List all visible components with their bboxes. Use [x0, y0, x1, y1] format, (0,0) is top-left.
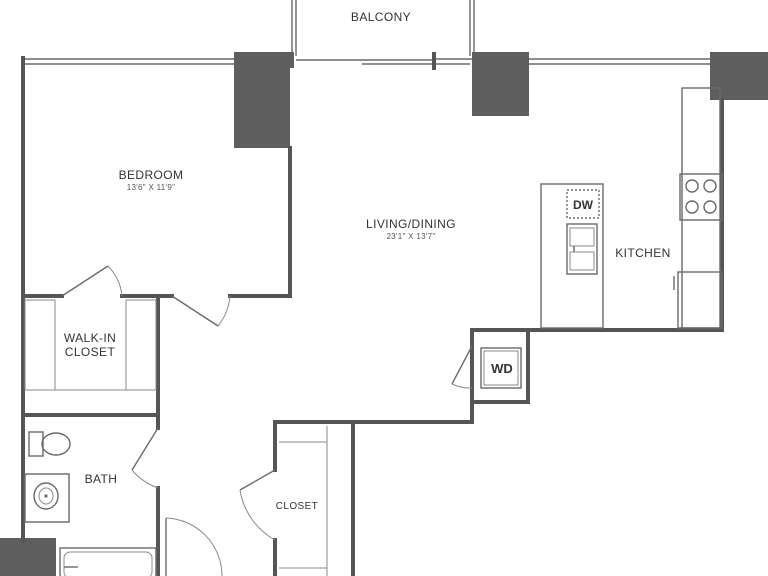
kitchen-sink	[566, 223, 598, 275]
bedroom-label: BEDROOM	[119, 168, 184, 182]
burner-icon	[685, 200, 699, 214]
closet-label: CLOSET	[276, 501, 318, 512]
refrigerator	[677, 271, 723, 329]
toilet-tank	[28, 431, 44, 457]
column-kitchen	[710, 52, 768, 100]
column-bottom-left	[0, 538, 56, 576]
laundry: WD	[480, 347, 522, 389]
column-living	[472, 52, 529, 116]
sink-drain	[44, 494, 48, 498]
washer-dryer-label: WD	[491, 361, 513, 376]
bath-door-arc	[131, 469, 159, 489]
cooktop	[679, 173, 723, 221]
kitchen-counter	[681, 87, 721, 329]
walls	[21, 56, 724, 576]
bath-label: BATH	[85, 472, 118, 486]
hall-closet-door-arc	[239, 489, 276, 541]
dishwasher-label: DW	[573, 198, 594, 212]
walk-in-closet-label-line1: WALK-IN	[64, 331, 116, 345]
toilet-bowl-icon	[41, 432, 71, 456]
hall-closet-shelving	[279, 426, 328, 576]
hall-closet-door-leaf	[239, 469, 276, 491]
sink-basin-inner	[38, 487, 54, 505]
entry-door-arc	[165, 517, 223, 576]
bedroom-door-leaf	[171, 295, 219, 327]
bathtub-inner	[63, 551, 153, 576]
sliding-door-handle	[432, 52, 436, 70]
closet-shelf-right	[125, 299, 157, 391]
bath-fixtures	[24, 431, 157, 576]
doors	[61, 265, 473, 576]
walk-in-door-leaf	[61, 265, 109, 297]
sink-icon	[33, 482, 59, 510]
room-labels: BEDROOM 13'6" X 11'9" LIVING/DINING 23'1…	[64, 168, 671, 512]
burner-icon	[703, 179, 717, 193]
bath-door-leaf	[131, 427, 159, 471]
balcony: BALCONY	[291, 0, 475, 56]
laundry-door-arc	[451, 383, 473, 389]
kitchen-label: KITCHEN	[615, 246, 670, 260]
walk-in-closet-label-line2: CLOSET	[65, 345, 116, 359]
walk-in-closet-shelving	[24, 299, 157, 391]
vanity-counter	[24, 473, 70, 523]
bedroom-door-arc	[217, 295, 231, 327]
column-bedroom	[234, 52, 290, 148]
kitchen-island	[540, 183, 604, 329]
exterior-window-wall	[25, 52, 710, 70]
burner-icon	[685, 179, 699, 193]
kitchen-fixtures: DW	[540, 87, 723, 329]
burner-icon	[703, 200, 717, 214]
dishwasher	[566, 189, 600, 219]
living-dining-label: LIVING/DINING	[366, 217, 456, 231]
washer-dryer-inner	[483, 350, 519, 386]
kitchen-sink-basin-bottom	[569, 251, 595, 271]
closet-shelf-left	[24, 299, 56, 391]
laundry-door-leaf	[451, 345, 473, 385]
living-dining-dimensions: 23'1" X 13'7"	[386, 232, 435, 241]
washer-dryer	[480, 347, 522, 389]
walk-in-door-arc	[107, 265, 123, 297]
kitchen-sink-basin-top	[569, 227, 595, 247]
bedroom-dimensions: 13'6" X 11'9"	[127, 183, 176, 192]
balcony-label: BALCONY	[351, 10, 411, 24]
bathtub	[59, 547, 157, 576]
structural-columns	[0, 52, 768, 576]
